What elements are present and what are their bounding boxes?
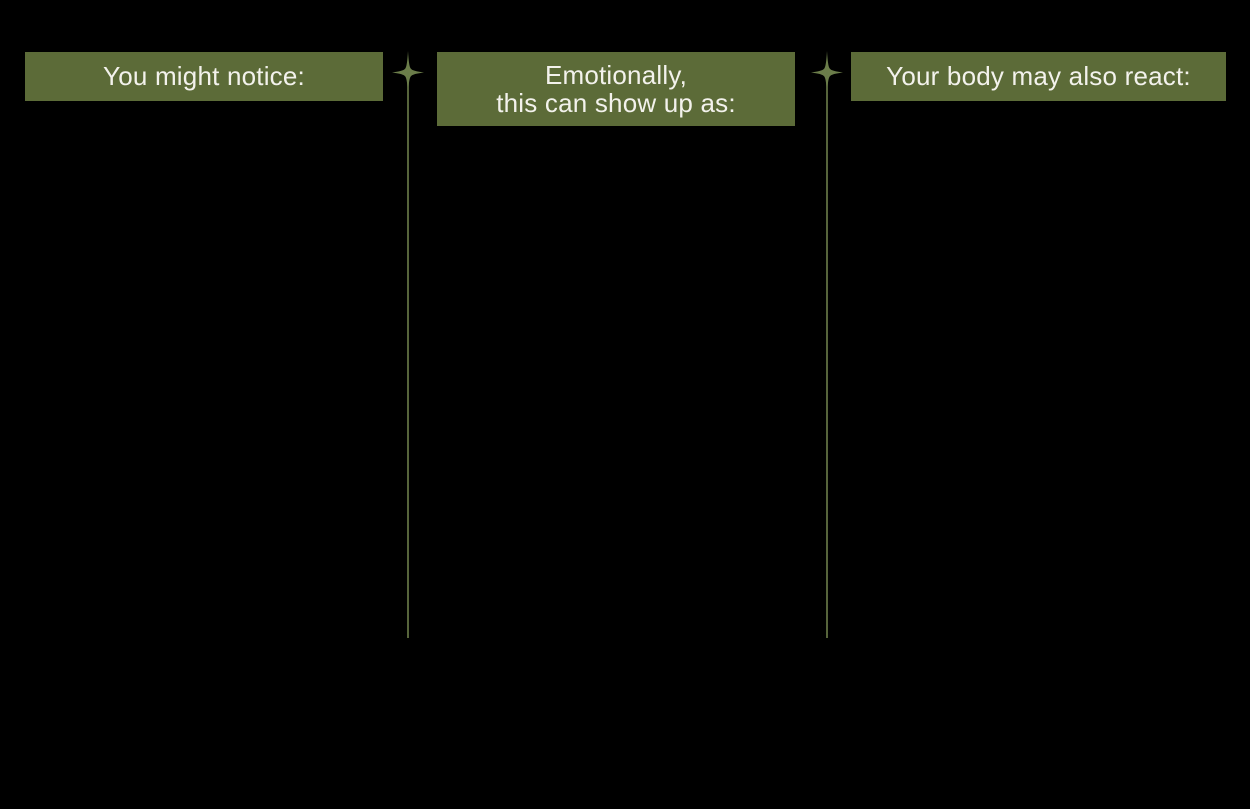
column-content-2: [437, 136, 795, 638]
footer-area: [0, 640, 1250, 809]
column-content-1: [25, 110, 383, 638]
column-header-label-2: Emotionally, this can show up as:: [496, 59, 736, 118]
column-content-3: [851, 110, 1226, 638]
sparkle-divider-1: [391, 50, 425, 640]
sparkle-divider-2: [810, 50, 844, 640]
sparkle-star-icon: [811, 51, 843, 638]
column-header-bar-2: Emotionally, this can show up as:: [437, 52, 795, 126]
column-header-bar-1: You might notice:: [25, 52, 383, 101]
sparkle-star-icon: [392, 51, 424, 638]
column-header-bar-3: Your body may also react:: [851, 52, 1226, 101]
column-header-label-3: Your body may also react:: [886, 61, 1191, 92]
column-header-label-1: You might notice:: [103, 61, 305, 92]
